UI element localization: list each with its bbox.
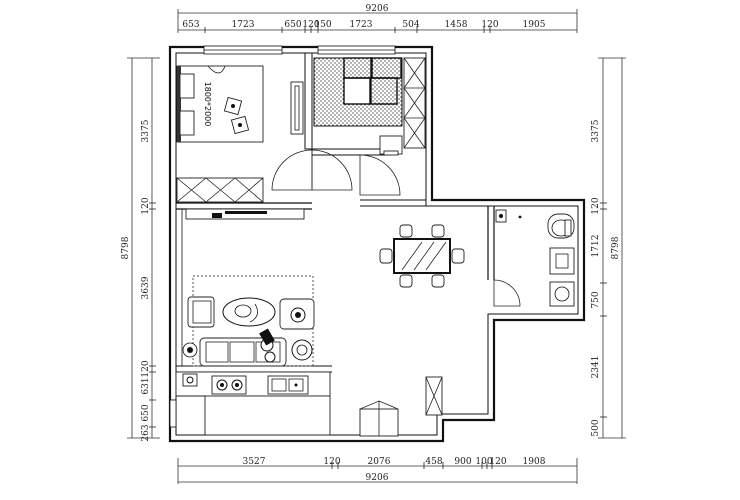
- bottom-dimensions: 3527 120 2076 458 900 100 120 1908 9206: [177, 457, 578, 484]
- bedroom: 1800*2000: [176, 65, 353, 203]
- top-seg-8: 1458: [445, 20, 468, 30]
- corridor-door-arc: [359, 154, 401, 196]
- armchair-icon: [187, 296, 215, 328]
- kitchen-bottom: [175, 371, 331, 436]
- stove-icon: [211, 375, 247, 395]
- pillow-icon: [179, 73, 195, 99]
- desk-chair: [379, 135, 403, 156]
- tall-cabinet: [403, 57, 426, 149]
- right-total-dim: 8798: [611, 236, 621, 259]
- top-seg-10: 1905: [523, 20, 546, 30]
- tv-cabinet: [290, 81, 304, 135]
- shoe-cabinet: [425, 376, 443, 416]
- dining-chair: [379, 224, 465, 288]
- top-seg-2: 1723: [232, 20, 255, 30]
- top-seg-4: 120: [302, 20, 319, 30]
- bottom-seg-3: 2076: [368, 457, 391, 467]
- dining-table: [393, 238, 451, 274]
- bathroom: [493, 209, 575, 307]
- bottom-seg-2: 120: [323, 457, 340, 467]
- right-seg-5: 2341: [591, 356, 601, 379]
- left-seg-7: 263: [141, 424, 151, 441]
- bottom-seg-5: 900: [454, 457, 471, 467]
- bathroom-door-arc: [493, 279, 521, 307]
- right-dimensions: 3375 120 1712 750 2341 500 8798: [591, 57, 626, 439]
- washing-machine: [549, 247, 575, 275]
- top-seg-9: 120: [481, 20, 498, 30]
- kitchen-top: [313, 57, 426, 196]
- top-seg-5: 150: [314, 20, 331, 30]
- left-seg-3: 3639: [141, 276, 151, 299]
- dining-area: [379, 224, 465, 288]
- top-seg-7: 504: [402, 20, 419, 30]
- right-seg-6: 500: [591, 419, 601, 436]
- top-seg-6: 1723: [350, 20, 373, 30]
- sofa-icon: [199, 337, 287, 367]
- top-total-dim: 9206: [366, 4, 389, 14]
- kitchen-sink-icon: [267, 375, 309, 395]
- bottom-seg-8: 1908: [523, 457, 546, 467]
- side-table: [291, 339, 313, 361]
- top-seg-1: 653: [182, 20, 199, 30]
- entry-bench: [359, 400, 399, 437]
- right-seg-1: 3375: [591, 119, 601, 142]
- floor-plant: [182, 342, 198, 358]
- right-seg-4: 750: [591, 291, 601, 308]
- shower-icon: [495, 209, 522, 223]
- left-total-dim: 8798: [121, 236, 131, 259]
- bottom-seg-4: 458: [425, 457, 442, 467]
- left-seg-6: 650: [141, 404, 151, 421]
- person-icon: [259, 328, 276, 363]
- cushion-icon: [223, 96, 250, 135]
- right-seg-3: 1712: [591, 235, 601, 258]
- armchair-icon: [279, 298, 315, 330]
- left-seg-1: 3375: [141, 119, 151, 142]
- left-seg-4: 120: [141, 360, 151, 377]
- living-room: [182, 208, 315, 367]
- left-seg-2: 120: [141, 197, 151, 214]
- pillow-icon: [179, 110, 195, 136]
- tv-unit: [185, 208, 305, 220]
- wardrobe: [176, 177, 264, 203]
- bed-headboard: [177, 66, 181, 142]
- left-seg-5: 631: [141, 377, 151, 394]
- top-dimensions: 9206 653 1723 650 120 150 1723 504 1458 …: [177, 4, 578, 33]
- bottom-total-dim: 9206: [366, 473, 389, 483]
- bed-size-label: 1800*2000: [203, 82, 212, 127]
- bottom-seg-1: 3527: [243, 457, 266, 467]
- patterned-counter: [313, 57, 403, 127]
- right-seg-2: 120: [591, 197, 601, 214]
- left-dimensions: 8798 3375 120 3639 120 631 650 263: [121, 57, 160, 442]
- coffee-table: [222, 297, 276, 327]
- bottom-seg-7: 120: [489, 457, 506, 467]
- entry-area: [359, 376, 443, 437]
- bottom-seg-6: 100: [475, 457, 492, 467]
- top-seg-3: 650: [284, 20, 301, 30]
